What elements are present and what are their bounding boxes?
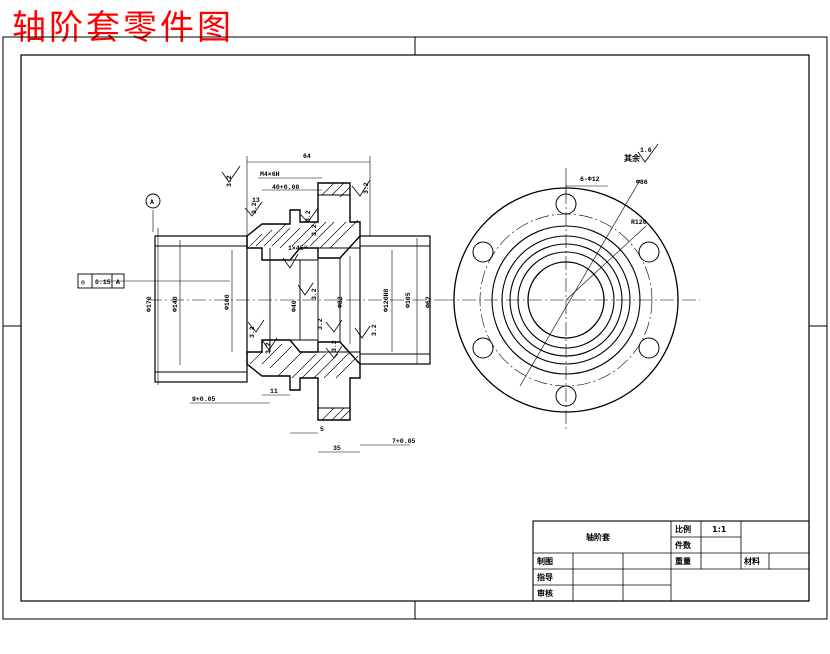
dim-chamfer: 1×45° [288,244,308,252]
part-name: 轴阶套 [586,532,611,542]
front-view-dimension-texts: 6-Φ12 Φ86 R120 [580,176,648,226]
roughness-value: 3.2 [371,324,378,336]
dim-tol-left: 9+0.05 [192,396,216,403]
section-view [148,182,440,421]
dim-slot-tol: 40+0.08 [272,184,299,191]
dim-len-11: 11 [270,388,278,395]
sheet-border [2,36,828,620]
dimension-lines [99,156,418,453]
dim-pcd: Φ86 [636,179,648,186]
bolt-hole [555,385,577,407]
section-dimension-texts: 64 M4×6H 40+0.08 13 11 5 35 9+0.05 7+0.0… [146,153,432,452]
bolt-hole [638,337,660,359]
dim-thread: M4×6H [260,171,280,178]
drawing-title: 轴阶套零件图 [12,8,234,48]
roughness-value: 3.2 [226,175,233,187]
roughness-value: 3.2 [311,288,318,300]
section-hatching [249,182,359,421]
scale-label: 比例 [675,524,691,534]
front-view [440,168,700,432]
dim-len-35: 35 [333,445,341,452]
dim-dia-40: Φ40 [291,300,298,312]
datum-marker: A [145,193,161,209]
roughness-symbols [221,143,659,359]
title-block [532,520,810,602]
bolt-hole [472,241,494,263]
dim-dia-120: Φ120H8 [383,288,390,312]
review-label: 审核 [537,588,553,598]
guide-label: 指导 [537,572,553,582]
roughness-value: 3.2 [249,326,256,338]
dim-tol-right: 7+0.05 [392,438,416,445]
roughness-remaining-label: 其余 [624,153,641,163]
weight-label: 重量 [675,556,691,566]
dim-dia-105: Φ105 [405,292,412,308]
drawn-label: 制图 [537,556,553,566]
title-block-texts: 轴阶套 比例 1:1 件数 重量 材料 制图 指导 审核 [537,524,760,598]
scale-value: 1:1 [712,525,727,534]
roughness-value: 3.2 [331,340,338,352]
dim-len-5: 5 [320,426,324,433]
dim-dia-170: Φ170 [146,296,153,312]
roughness-values: 3.2 3.2 3.2 3.2 3.2 3.2 3.2 3.2 3.2 3.2 … [226,147,652,354]
roughness-value: 3.2 [311,224,318,236]
dim-dia-100: Φ100 [224,294,231,310]
bolt-holes [472,193,660,407]
tolerance-value: 0.15 [95,279,111,286]
datum-letter: A [150,199,154,206]
dim-groove-width: 13 [252,197,260,204]
roughness-remaining-value: 1.6 [640,147,652,154]
tolerance-datum: A [116,279,120,286]
dim-dia-62: Φ62 [425,296,432,308]
concentricity-symbol: ◎ [81,279,85,286]
roughness-value: 3.2 [265,342,272,354]
roughness-value: 3.2 [305,210,312,222]
bolt-hole [638,241,660,263]
roughness-value: 3.2 [363,182,370,194]
dim-bolt-holes: 6-Φ12 [580,176,600,183]
front-view-leaders [519,179,647,387]
tolerance-frame: ◎ 0.15 A [77,273,125,289]
bolt-hole [472,337,494,359]
dim-overall-length: 64 [303,153,311,160]
roughness-value: 3.2 [251,202,258,214]
qty-label: 件数 [675,540,692,550]
dim-dia-82: Φ82 [337,296,344,308]
material-label: 材料 [744,556,760,566]
roughness-value: 3.2 [317,318,324,330]
dim-outer-radius: R120 [631,219,647,226]
dim-dia-140: Φ140 [172,296,179,312]
